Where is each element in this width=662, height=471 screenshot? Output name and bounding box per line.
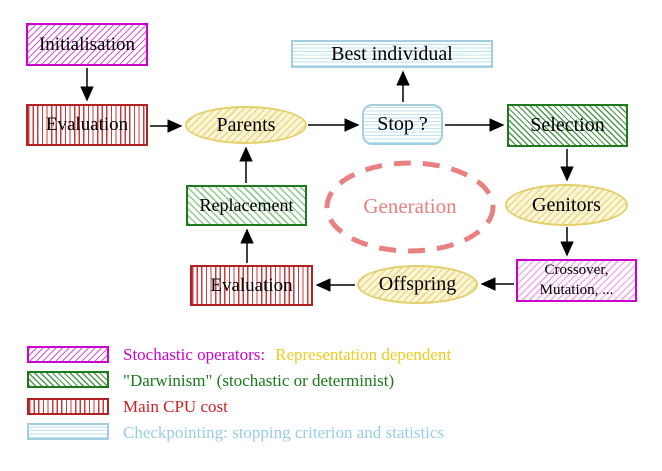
node-crossover-mutation: Crossover, Mutation, ... [516,259,637,302]
node-evaluation-bottom: Evaluation [190,265,313,306]
legend-label-main-cpu-cost: Main CPU cost [123,397,228,416]
node-selection: Selection [507,104,628,147]
legend-text-stochastic-operators: Stochastic operators: [123,345,266,364]
node-replacement: Replacement [186,185,307,226]
legend-swatch-checkpointing [27,423,109,440]
node-offspring: Offspring [357,265,478,304]
legend-swatch-main-cpu-cost [27,398,109,415]
node-parents: Parents [185,106,307,144]
node-stop: Stop ? [362,104,443,145]
node-best-individual: Best individual [291,40,493,68]
legend-label-checkpointing: Checkpointing: stopping criterion and st… [123,423,445,442]
crossover-line2: Mutation, ... [539,281,614,298]
crossover-line1: Crossover, [544,262,609,278]
node-generation-label: Generation [363,194,457,218]
legend-label-stochastic-operators: Stochastic operators: Representation depe… [123,345,451,365]
legend-swatch-stochastic-operators [27,346,109,363]
legend-swatch-darwinism [27,371,109,388]
legend-label-darwinism: "Darwinism" (stochastic or determinist) [123,371,395,390]
node-initialisation: Initialisation [26,23,148,66]
node-genitors: Genitors [505,184,628,226]
legend-text-representation-dependent: Representation dependent [275,345,452,364]
node-evaluation-top: Evaluation [26,104,148,146]
